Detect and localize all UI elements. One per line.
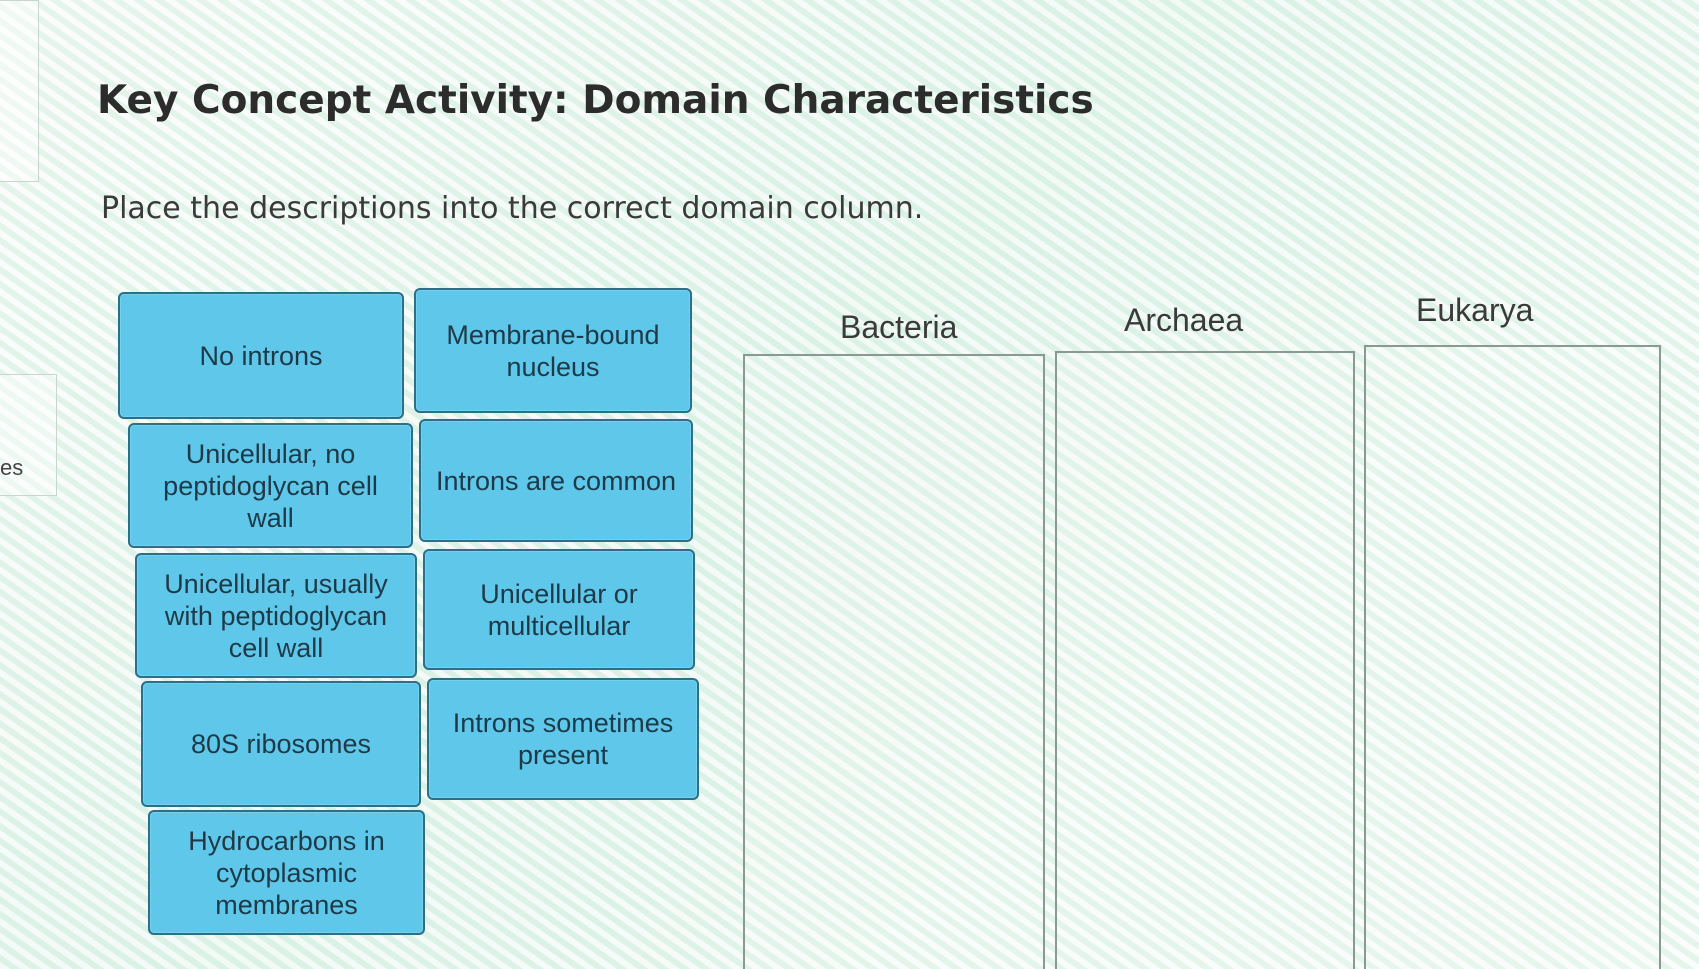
card-label: 80S ribosomes: [190, 729, 372, 759]
card-80s-ribosomes[interactable]: 80S ribosomes: [141, 681, 421, 807]
card-label: Introns are common: [435, 465, 677, 496]
column-header-eukarya: Eukarya: [1416, 292, 1534, 328]
card-hydrocarbons-membranes[interactable]: Hydrocarbons in cytoplasmic membranes: [148, 810, 425, 935]
column-header-archaea: Archaea: [1124, 302, 1244, 338]
card-introns-common[interactable]: Introns are common: [419, 419, 693, 542]
card-label: Introns sometimes present: [452, 708, 674, 770]
drop-zone-bacteria[interactable]: [743, 354, 1045, 969]
card-unicellular-or-multicellular[interactable]: Unicellular or multicellular: [423, 549, 695, 670]
card-no-introns[interactable]: No introns: [118, 292, 404, 419]
instructions-text: Place the descriptions into the correct …: [101, 191, 924, 226]
drop-zone-eukarya[interactable]: [1364, 345, 1661, 969]
left-nav-tab[interactable]: [0, 374, 57, 496]
card-unicellular-no-peptidoglycan[interactable]: Unicellular, no peptidoglycan cell wall: [128, 423, 413, 548]
card-label: No introns: [199, 340, 323, 371]
column-header-bacteria: Bacteria: [840, 309, 958, 345]
card-label: Unicellular or multicellular: [480, 578, 638, 641]
card-unicellular-with-peptidoglycan[interactable]: Unicellular, usually with peptidoglycan …: [135, 553, 417, 678]
card-introns-sometimes-present[interactable]: Introns sometimes present: [427, 678, 699, 800]
left-panel-edge: [0, 0, 39, 182]
page-title: Key Concept Activity: Domain Characteris…: [97, 78, 1094, 123]
card-label: Membrane-bound nucleus: [446, 319, 660, 382]
card-label: Unicellular, no peptidoglycan cell wall: [163, 438, 378, 533]
card-label: Hydrocarbons in cytoplasmic membranes: [188, 825, 385, 920]
left-nav-tab-label: es: [0, 455, 24, 480]
card-membrane-bound-nucleus[interactable]: Membrane-bound nucleus: [414, 288, 692, 413]
drop-zone-archaea[interactable]: [1055, 351, 1355, 969]
card-label: Unicellular, usually with peptidoglycan …: [164, 568, 388, 663]
